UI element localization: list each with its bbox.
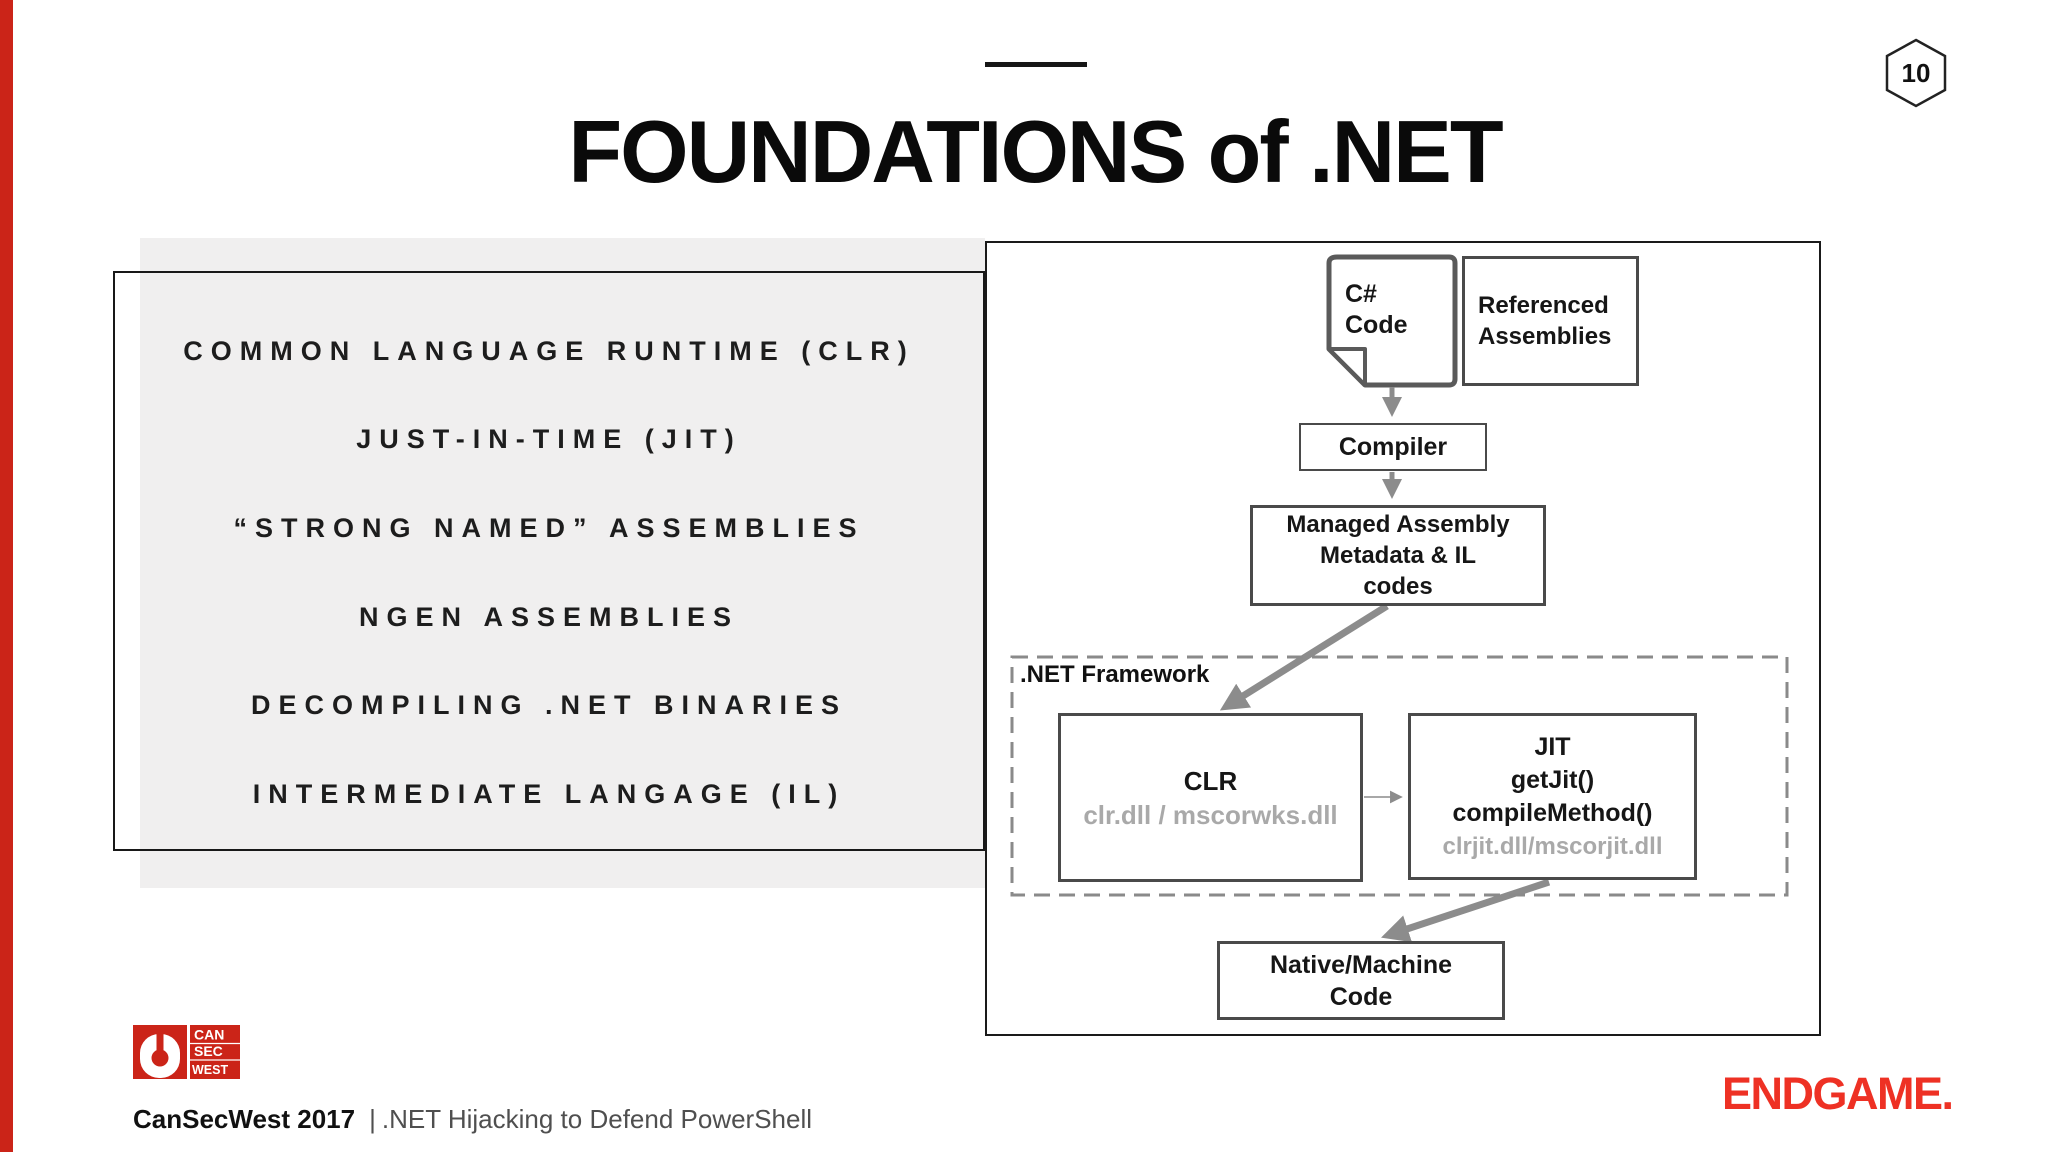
referenced-line1: Referenced <box>1478 292 1609 319</box>
native-machine-code-box: Native/Machine Code <box>1217 941 1505 1020</box>
talk-title: .NET Hijacking to Defend PowerShell <box>381 1104 813 1134</box>
topics-panel-background <box>140 238 985 888</box>
dotnet-framework-label: .NET Framework <box>1020 661 1210 688</box>
topic-decompiling: DECOMPILING .NET BINARIES <box>250 690 848 721</box>
topic-ngen: NGEN ASSEMBLIES <box>358 601 740 632</box>
conference-name: CanSecWest 2017 <box>133 1104 356 1134</box>
topic-il: INTERMEDIATE LANGAGE (IL) <box>252 779 846 810</box>
diagram-panel: C# Code Referenced Assemblies Compiler M… <box>985 241 1821 1036</box>
arrow-managed-to-clr <box>1219 603 1389 711</box>
footer-separator: | <box>369 1104 376 1134</box>
csharp-document-icon <box>1326 254 1458 388</box>
page-title: FOUNDATIONS of .NET <box>568 102 1503 201</box>
managed-line2: Metadata & IL <box>1319 542 1477 569</box>
jit-dll-names: clrjit.dll/mscorjit.dll <box>1442 832 1663 860</box>
referenced-assemblies-box: Referenced Assemblies <box>1462 256 1639 386</box>
topics-outline-box: COMMON LANGUAGE RUNTIME (CLR) JUST-IN-TI… <box>113 271 985 851</box>
dotnet-framework-dashed-box <box>1010 655 1789 897</box>
native-line1: Native/Machine <box>1269 950 1452 979</box>
jit-line3: compileMethod() <box>1452 798 1653 827</box>
managed-assembly-box: Managed Assembly Metadata & IL codes <box>1250 505 1546 606</box>
hexagon-icon <box>1885 38 1947 108</box>
referenced-line2: Assemblies <box>1478 323 1612 350</box>
managed-line1: Managed Assembly <box>1286 511 1510 538</box>
page-number-badge: 10 <box>1885 38 1947 108</box>
csharp-code-line1: C# <box>1345 280 1377 308</box>
left-accent-stripe <box>0 0 13 1152</box>
jit-box: JIT getJit() compileMethod() clrjit.dll/… <box>1408 713 1697 880</box>
clr-dll-names: clr.dll / mscorwks.dll <box>1083 799 1338 830</box>
compiler-label: Compiler <box>1338 432 1448 461</box>
page-number: 10 <box>1902 58 1931 88</box>
arrow-jit-to-native <box>1381 878 1551 943</box>
cansecwest-logo-line3: WEST <box>192 1063 228 1077</box>
clr-title: CLR <box>1183 765 1238 796</box>
cansecwest-logo-text-background <box>190 1025 240 1079</box>
diagram-arrows-layer <box>1010 254 1789 943</box>
cansecwest-logo: CAN SEC WEST <box>133 1025 240 1079</box>
endgame-logo: ENDGAME. <box>1722 1068 1954 1119</box>
cansecwest-logo-line2: SEC <box>194 1043 223 1059</box>
jit-line1: JIT <box>1534 732 1571 761</box>
jit-line2: getJit() <box>1510 765 1595 794</box>
native-line2: Code <box>1329 982 1393 1011</box>
title-accent-line <box>985 62 1087 67</box>
csharp-code-line2: Code <box>1345 311 1408 339</box>
footer-text: CanSecWest 2017 |.NET Hijacking to Defend… <box>133 1104 812 1134</box>
compiler-box: Compiler <box>1299 423 1487 471</box>
cansecwest-logo-line1: CAN <box>194 1027 224 1043</box>
topic-jit: JUST-IN-TIME (JIT) <box>356 424 742 455</box>
topic-strong-named: “STRONG NAMED” ASSEMBLIES <box>233 513 865 544</box>
clr-box: CLR clr.dll / mscorwks.dll <box>1058 713 1363 882</box>
csharp-code-label: C# Code <box>1345 279 1408 341</box>
managed-line3: codes <box>1363 573 1433 600</box>
cansecwest-eye-icon <box>140 1034 180 1078</box>
topic-clr: COMMON LANGUAGE RUNTIME (CLR) <box>183 335 915 366</box>
